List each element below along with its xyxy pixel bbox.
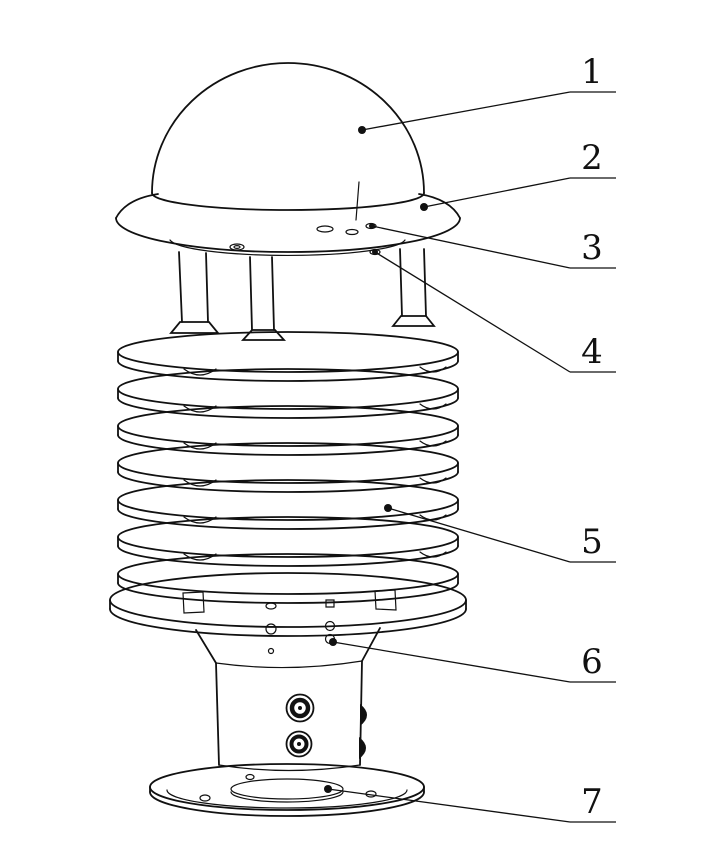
front-connectors [285, 693, 315, 758]
callout-1-label: 1 [581, 52, 603, 92]
callout-leaders [324, 91, 616, 823]
callout-2-label: 2 [581, 138, 603, 178]
callout-3: 3 [570, 228, 614, 268]
indicator-connector [265, 599, 336, 655]
callout-2: 2 [570, 138, 614, 178]
callout-1: 1 [570, 52, 614, 92]
callout-7-label: 7 [581, 782, 603, 822]
callout-4-label: 4 [581, 332, 603, 372]
support-posts [169, 248, 436, 341]
callout-3-label: 3 [581, 228, 603, 268]
sensor-body [195, 599, 381, 772]
callout-7: 7 [570, 782, 614, 822]
callout-4: 4 [570, 332, 614, 372]
side-tabs [359, 704, 367, 759]
callout-6-label: 6 [581, 642, 603, 682]
dome [151, 62, 425, 221]
louver-stack [117, 331, 459, 604]
cap-rim [115, 193, 461, 253]
louver-base-flange [109, 572, 467, 637]
callout-6: 6 [570, 642, 614, 682]
louver-spacers [183, 366, 447, 561]
mounting-base [149, 763, 425, 817]
callout-5-label: 5 [581, 522, 603, 562]
sensor-deck [169, 222, 406, 257]
callout-5: 5 [570, 522, 614, 562]
